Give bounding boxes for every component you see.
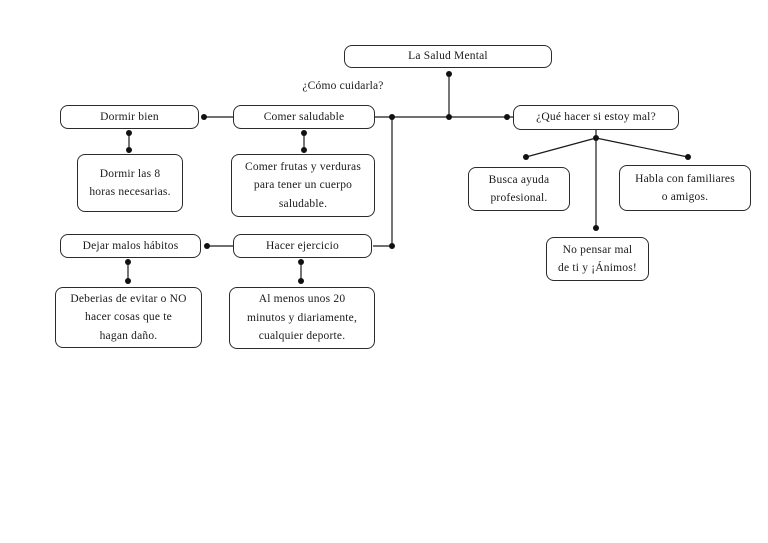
node-hacer-ejercicio: Hacer ejercicio	[233, 234, 372, 258]
node-busca-ayuda-profesional: Busca ayuda profesional.	[468, 167, 570, 211]
node-que-hacer-si-estoy-mal: ¿Qué hacer si estoy mal?	[513, 105, 679, 130]
node-ejercicio-detalle: Al menos unos 20 minutos y diariamente, …	[229, 287, 375, 349]
label-como-cuidarla: ¿Cómo cuidarla?	[302, 80, 384, 92]
node-comer-saludable: Comer saludable	[233, 105, 375, 129]
node-la-salud-mental: La Salud Mental	[344, 45, 552, 68]
node-dejar-detalle: Deberias de evitar o NO hacer cosas que …	[55, 287, 202, 348]
node-no-pensar-mal: No pensar mal de ti y ¡Ánimos!	[546, 237, 649, 281]
node-dormir-detalle: Dormir las 8 horas necesarias.	[77, 154, 183, 212]
node-comer-detalle: Comer frutas y verduras para tener un cu…	[231, 154, 375, 217]
node-dormir-bien: Dormir bien	[60, 105, 199, 129]
node-habla-con-familiares: Habla con familiares o amigos.	[619, 165, 751, 211]
node-dejar-malos-habitos: Dejar malos hábitos	[60, 234, 201, 258]
